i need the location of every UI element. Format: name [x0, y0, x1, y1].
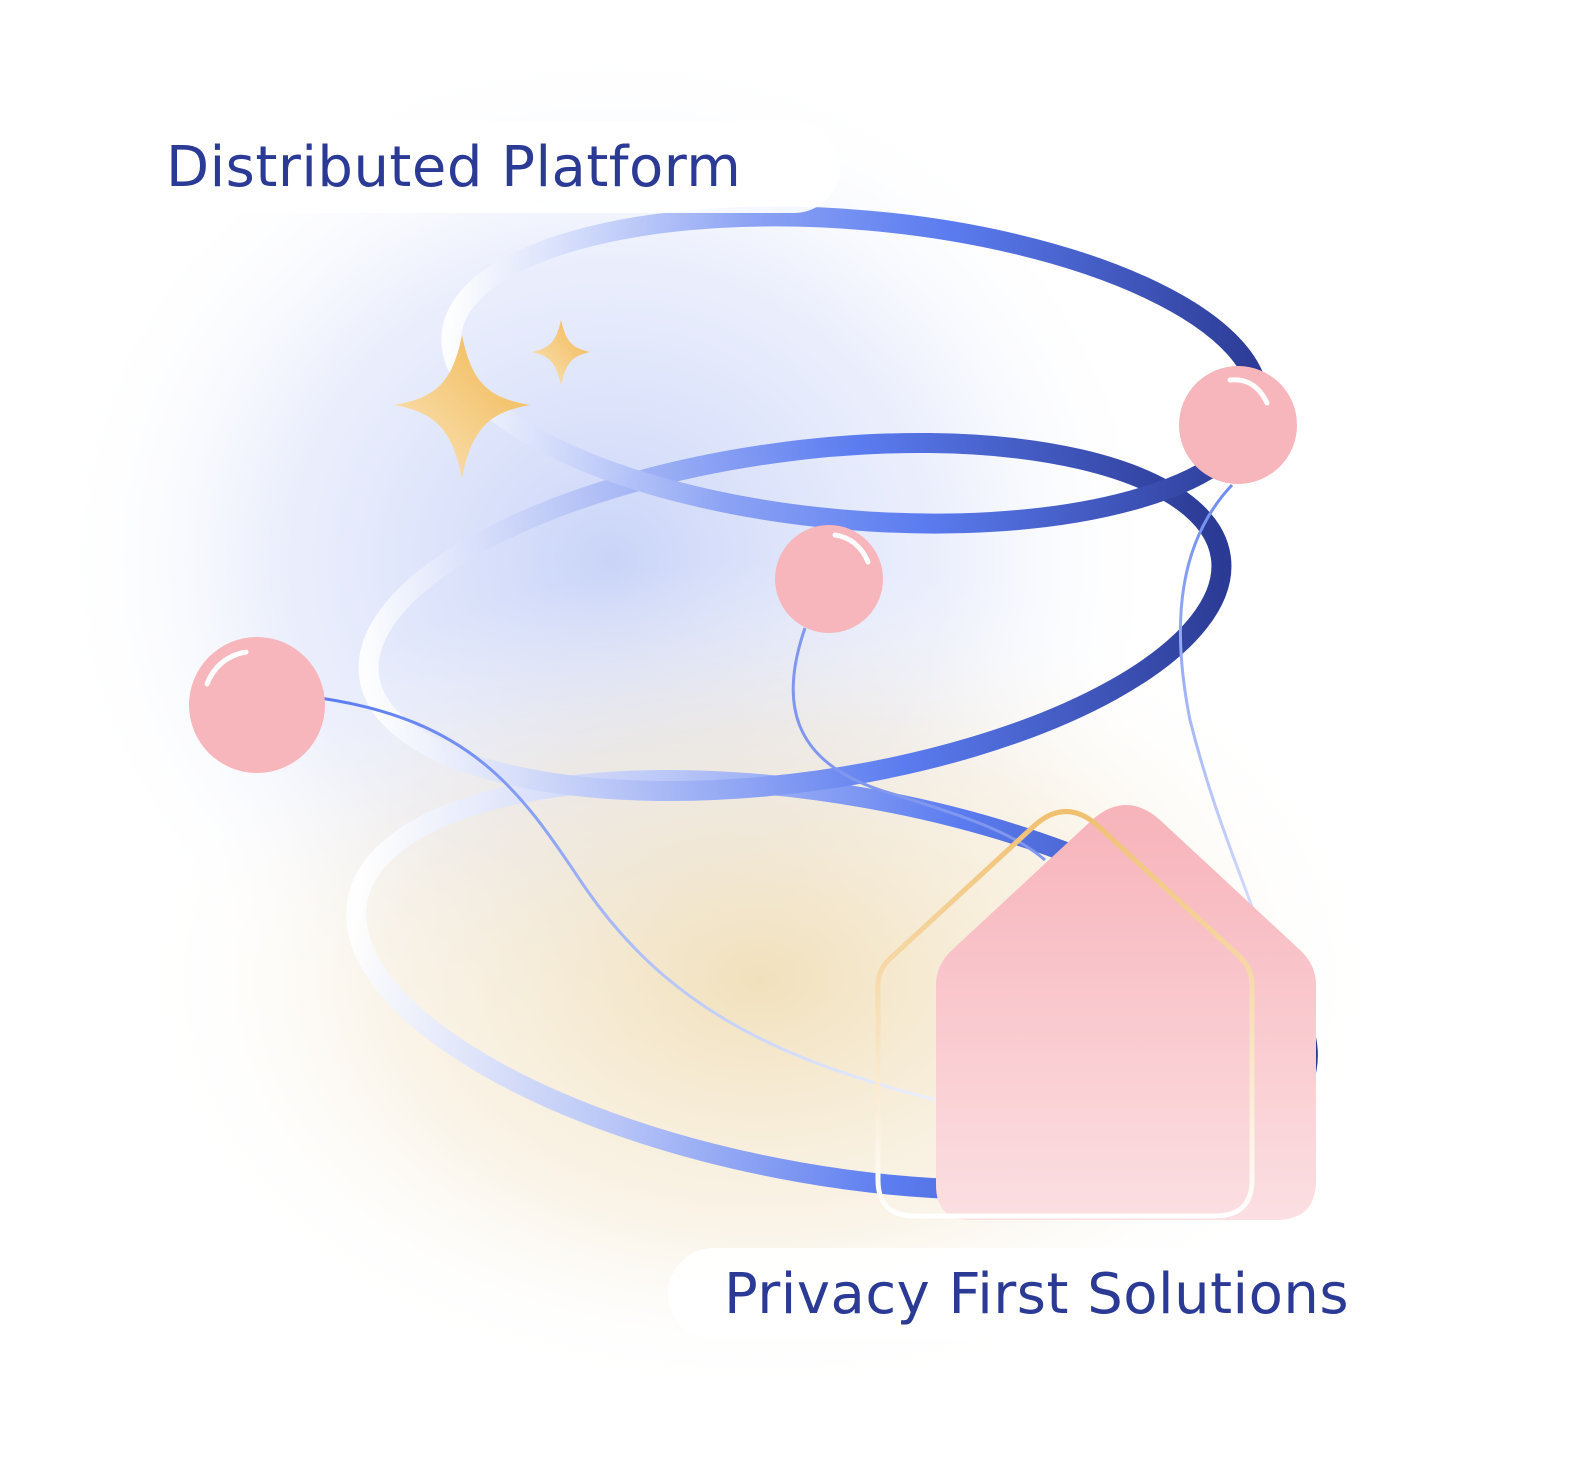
label-distributed-platform-text: Distributed Platform [166, 134, 742, 200]
house-outline [875, 809, 1255, 1219]
node-sphere-icon [775, 525, 883, 633]
house-icon [936, 805, 1316, 1220]
wire-right-node-to-house [1178, 483, 1257, 916]
label-privacy-first-solutions: Privacy First Solutions [668, 1248, 1396, 1340]
label-privacy-first-solutions-text: Privacy First Solutions [724, 1261, 1350, 1327]
label-distributed-platform: Distributed Platform [110, 121, 840, 213]
node-sphere-icon [1179, 366, 1297, 484]
wire-center-node-to-house [791, 627, 1046, 862]
spiral-ring-middle [358, 432, 1232, 802]
sparkle-small-icon [532, 320, 590, 385]
sparkle-large-icon [394, 335, 530, 478]
node-sphere-icon [189, 637, 325, 773]
